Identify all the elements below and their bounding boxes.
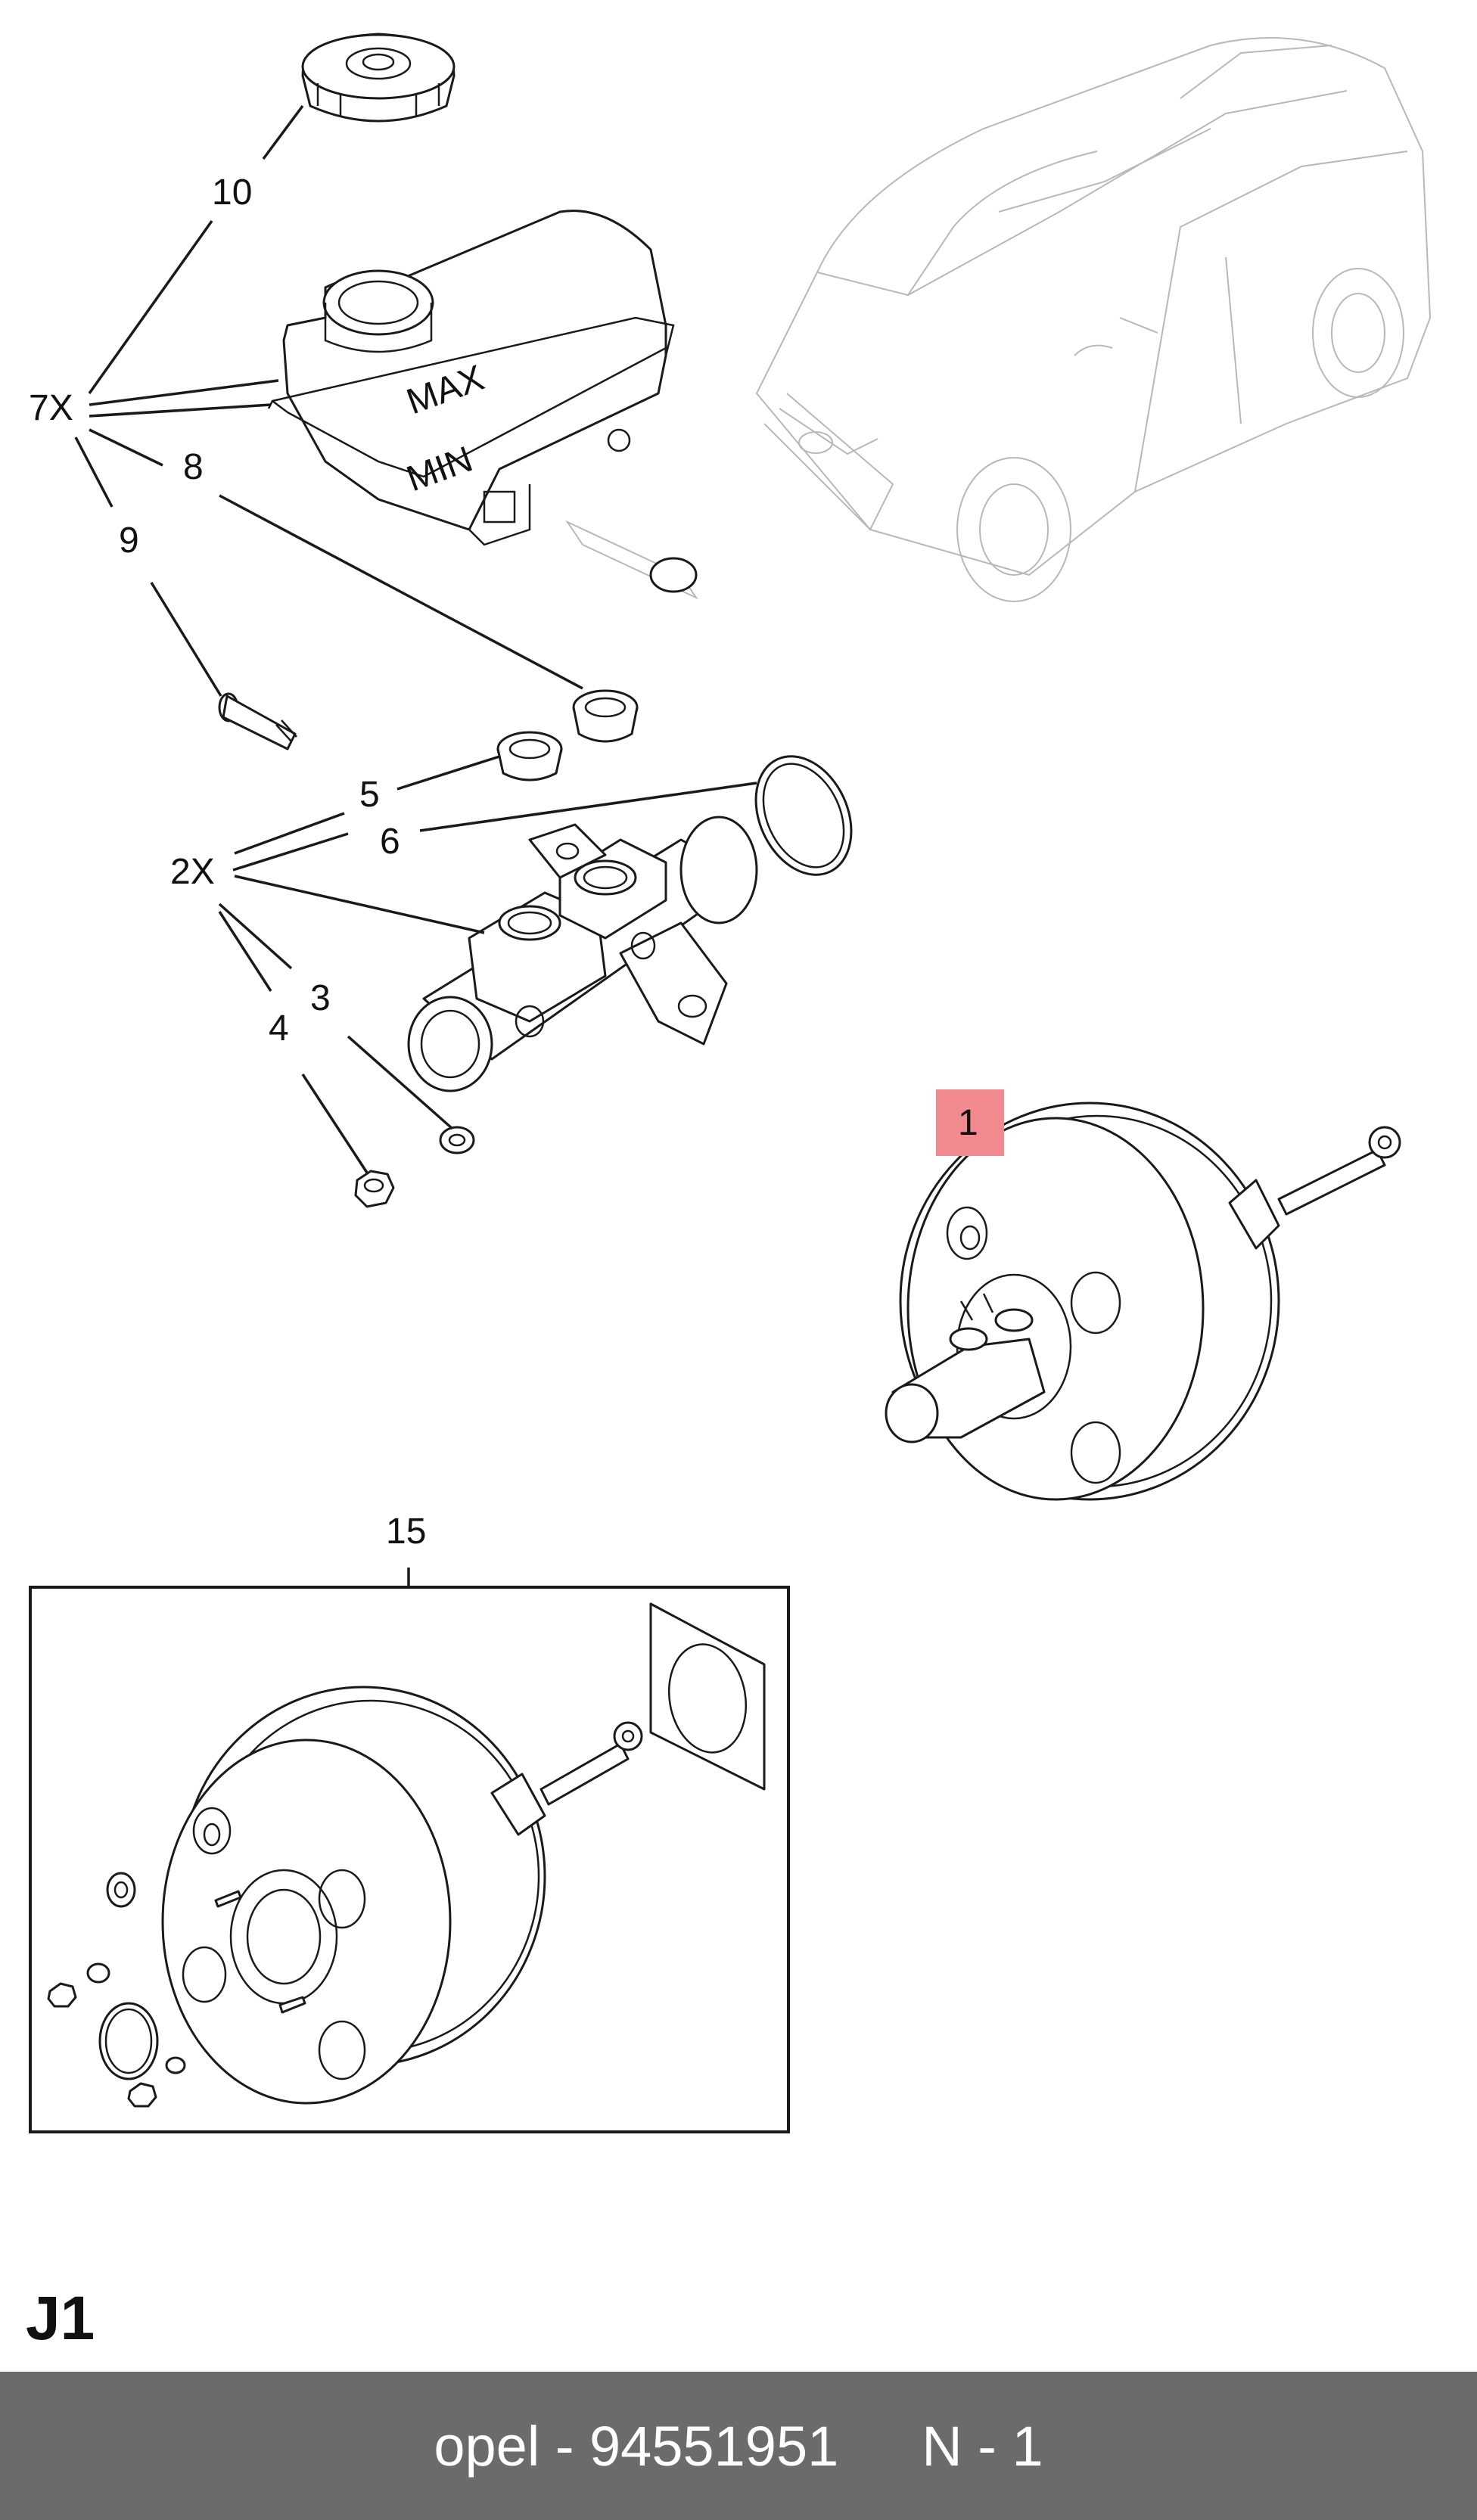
kit-small-parts — [47, 1872, 186, 2108]
callout-5: 5 — [359, 775, 380, 815]
washer — [439, 1126, 475, 1154]
grommet-5 — [496, 731, 563, 781]
callout-4: 4 — [269, 1008, 289, 1049]
reservoir-cap — [301, 33, 456, 123]
callout-8: 8 — [183, 447, 204, 487]
footer-position: N - 1 — [922, 2414, 1043, 2478]
footer-part-number: opel - 94551951 — [434, 2414, 839, 2478]
brake-booster — [885, 1102, 1401, 1501]
callout-15: 15 — [386, 1512, 426, 1552]
callout-3: 3 — [310, 978, 331, 1018]
kit-gasket — [649, 1602, 766, 1791]
fluid-reservoir: MAX MIN — [267, 210, 698, 600]
callout-10: 10 — [212, 172, 252, 213]
footer-bar: opel - 94551951 N - 1 — [0, 2372, 1477, 2520]
callout-6: 6 — [380, 822, 400, 862]
master-cylinder — [407, 816, 758, 1092]
retaining-pin — [218, 692, 297, 750]
brake-parts-diagram: MAX MIN — [29, 33, 1432, 2133]
callout-7x: 7X — [29, 388, 73, 428]
callout-9: 9 — [119, 520, 139, 561]
o-ring — [754, 755, 853, 876]
vehicle-illustration — [755, 37, 1432, 602]
grommet-8 — [572, 689, 639, 743]
leader-lines — [74, 104, 757, 1173]
kit-booster — [161, 1686, 643, 2105]
nut — [354, 1170, 395, 1208]
callout-1-highlight — [936, 1089, 1004, 1156]
callout-2x: 2X — [170, 852, 215, 892]
callout-1: 1 — [958, 1103, 978, 1143]
section-label: J1 — [26, 2284, 95, 2353]
